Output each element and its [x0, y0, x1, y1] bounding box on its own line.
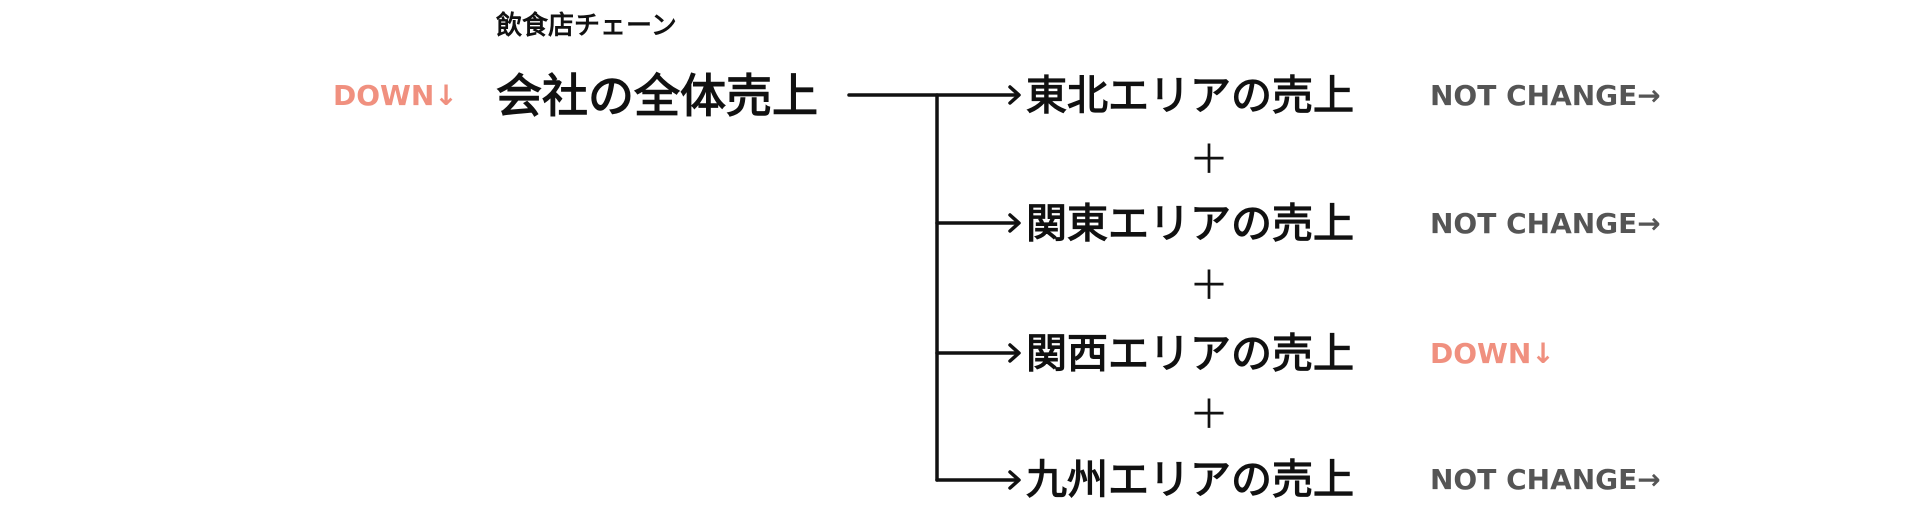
area-kyushu-label: 九州エリアの売上 [1026, 455, 1354, 504]
arrowhead-icon [1008, 343, 1021, 363]
plus-sign: ＋ [1189, 263, 1229, 309]
area-tohoku-label: 東北エリアの売上 [1026, 71, 1354, 120]
total-status: DOWN↓ [333, 79, 458, 112]
plus-sign: ＋ [1189, 392, 1229, 438]
area-kanto-status: NOT CHANGE→ [1430, 207, 1661, 240]
area-kansai-status: DOWN↓ [1430, 337, 1555, 370]
area-kanto-label: 関東エリアの売上 [1026, 199, 1354, 248]
area-kansai-label: 関西エリアの売上 [1026, 329, 1354, 378]
arrowhead-icon [1008, 213, 1021, 233]
plus-sign: ＋ [1189, 137, 1229, 183]
total-sales-label: 会社の全体売上 [496, 69, 818, 123]
area-kyushu-status: NOT CHANGE→ [1430, 463, 1661, 496]
arrowhead-icon [1008, 85, 1021, 105]
area-tohoku-status: NOT CHANGE→ [1430, 79, 1661, 112]
subtitle: 飲食店チェーン [496, 11, 677, 41]
arrowhead-icon [1008, 470, 1021, 490]
